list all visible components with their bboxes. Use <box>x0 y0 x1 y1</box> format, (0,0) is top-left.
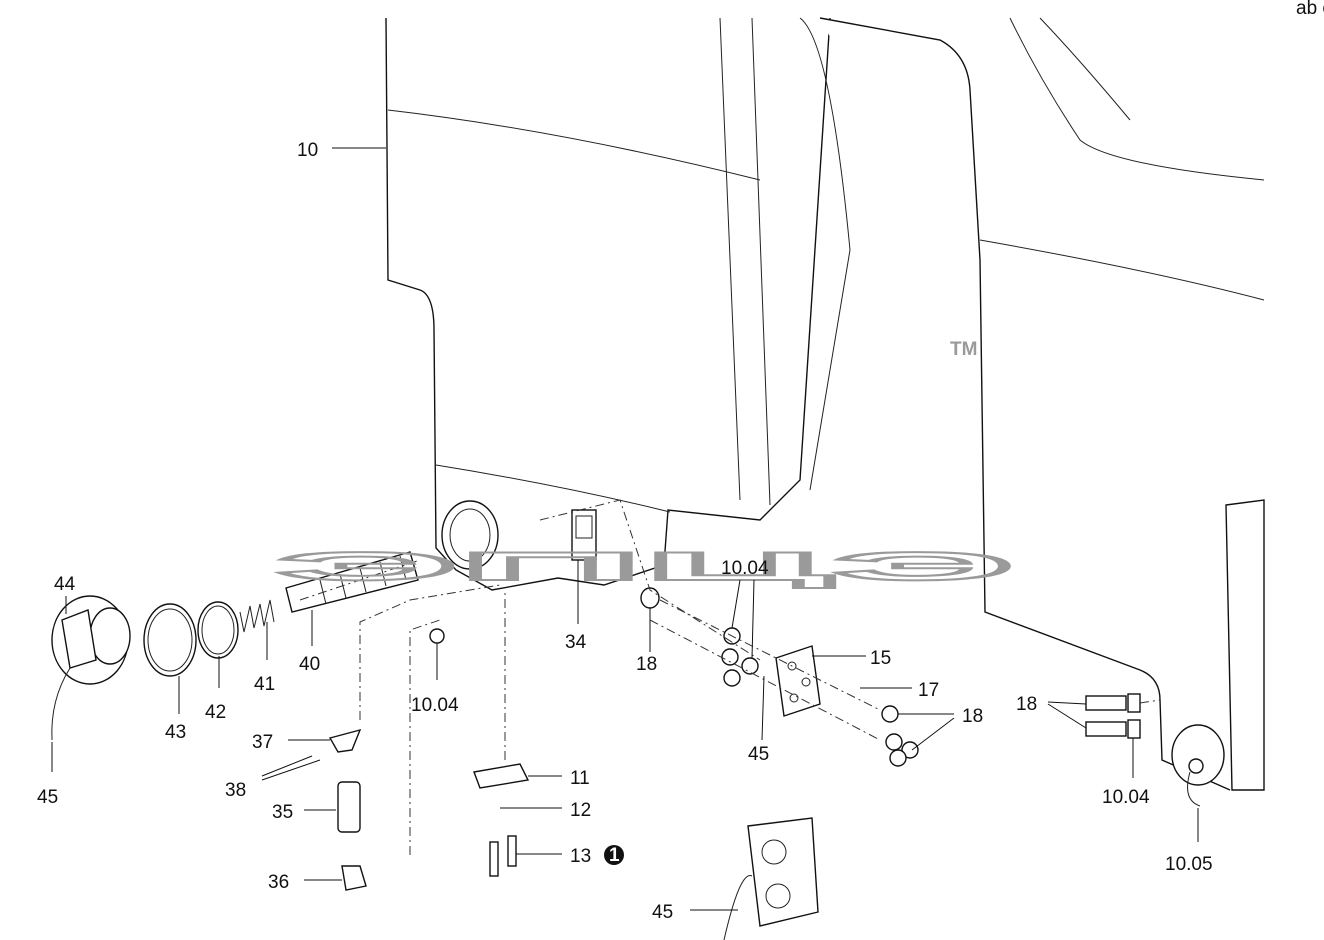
callout-44: 44 <box>54 574 76 595</box>
drain-valve-part-10-05 <box>1171 724 1225 807</box>
callout-13: 13 <box>570 846 591 867</box>
callout-40: 40 <box>299 654 320 675</box>
assembly-lines <box>299 499 1161 855</box>
pins-part-13 <box>489 835 517 877</box>
valve-part-35 <box>337 781 361 833</box>
callout-45-left: 45 <box>37 787 58 808</box>
callout-41: 41 <box>254 674 275 695</box>
sensor-part-34 <box>571 509 597 561</box>
o-ring-part-42 <box>197 601 239 659</box>
callout-10-04-right: 10.04 <box>1102 787 1150 808</box>
callout-38: 38 <box>225 780 246 801</box>
corner-mark: ab ccc <box>1296 0 1324 19</box>
bracket-part-11 <box>473 763 530 789</box>
callout-10: 10 <box>297 140 318 161</box>
tank-body-part-10 <box>385 17 851 591</box>
callout-34: 34 <box>565 632 587 653</box>
callouts: 10 44 43 42 41 40 45 34 18 10.04 10.04 1… <box>37 140 1213 923</box>
o-ring-part-43 <box>143 603 197 677</box>
callout-37: 37 <box>252 732 273 753</box>
callout-42: 42 <box>205 702 226 723</box>
callout-15: 15 <box>870 648 891 669</box>
callout-11: 11 <box>570 768 590 789</box>
fittings-part-18 <box>881 693 1141 767</box>
callout-18-far-right: 18 <box>1016 694 1037 715</box>
note-badge <box>604 845 624 865</box>
callout-12: 12 <box>570 800 591 821</box>
callout-18-right: 18 <box>962 706 983 727</box>
clip-part-37 <box>328 728 362 753</box>
right-housing <box>819 17 1265 791</box>
callout-10-05: 10.05 <box>1165 854 1213 875</box>
spring-part-41 <box>239 599 275 633</box>
callout-10-04-center: 10.04 <box>411 695 459 716</box>
callout-45-bottom: 45 <box>652 902 673 923</box>
filler-cap-part-44 <box>51 595 131 741</box>
filler-port <box>441 500 499 570</box>
nut-part-10-04 <box>429 627 759 687</box>
watermark-logo: ЭПЦЭ TM <box>274 339 1016 590</box>
watermark-text: ЭПЦЭ <box>275 545 1015 589</box>
callout-10-04-top: 10.04 <box>721 558 769 579</box>
callout-45-center: 45 <box>748 744 769 765</box>
callout-36: 36 <box>268 872 289 893</box>
callout-18-center: 18 <box>636 654 657 675</box>
trademark-mark: TM <box>950 339 977 360</box>
elbow-part-36 <box>341 865 367 891</box>
callout-43: 43 <box>165 722 186 743</box>
callout-35: 35 <box>272 802 293 823</box>
detail-plate-part-45 <box>723 817 819 940</box>
note-badge-number: 1 <box>609 845 620 866</box>
plug-part-18 <box>640 587 660 609</box>
callout-17: 17 <box>918 680 939 701</box>
